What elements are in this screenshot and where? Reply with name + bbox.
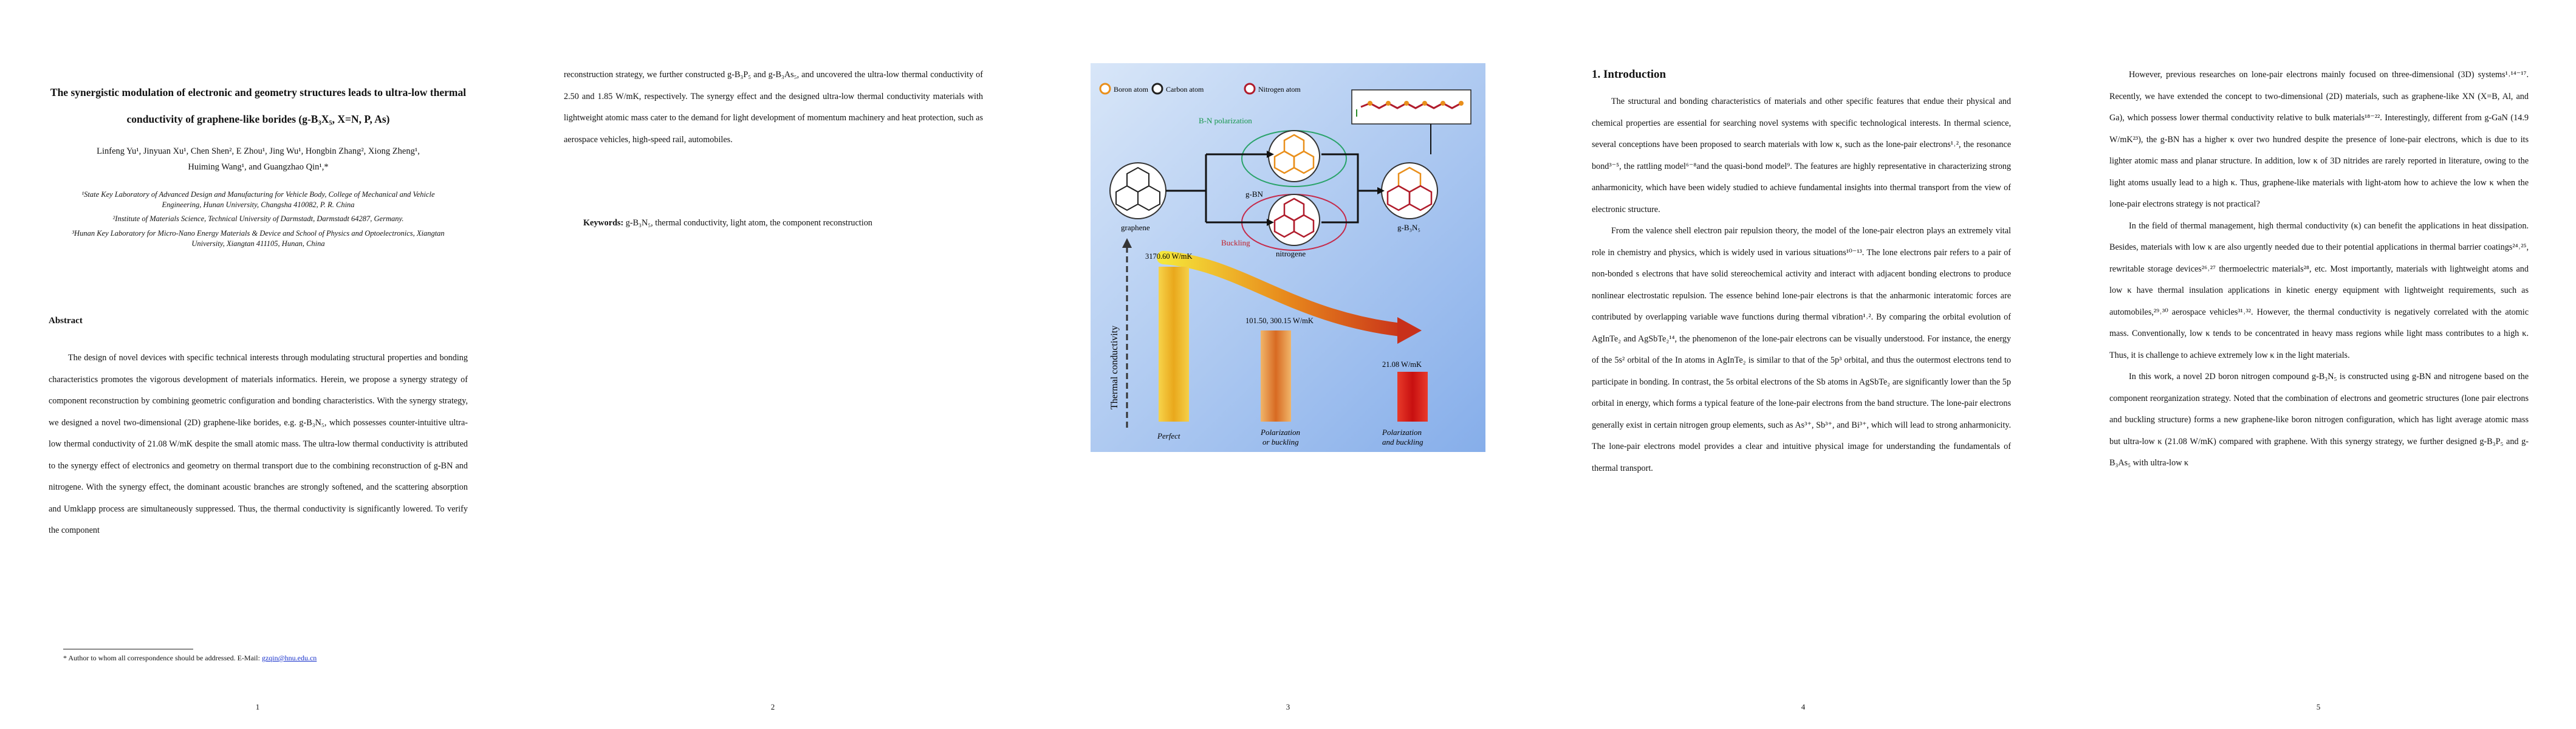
keywords-label: Keywords: [583, 218, 624, 228]
arrow-head [1267, 219, 1274, 226]
intro-paragraph-3: However, previous researches on lone-pai… [2109, 70, 2529, 209]
authors-line-1: Linfeng Yu¹, Jinyuan Xu¹, Chen Shen², E … [97, 146, 420, 156]
footnote-text: * Author to whom all correspondence shou… [63, 654, 262, 662]
introduction-continued: However, previous researches on lone-pai… [2109, 64, 2529, 474]
carbon-legend-icon [1151, 83, 1163, 95]
abstract-heading: Abstract [49, 316, 83, 326]
page-5: However, previous researches on lone-pai… [2061, 0, 2576, 729]
corresponding-footnote: * Author to whom all correspondence shou… [63, 654, 317, 663]
affiliation-3: ³Hunan Key Laboratory for Micro-Nano Ene… [72, 229, 445, 248]
nitrogen-legend-icon [1244, 83, 1256, 95]
legend-nitrogen: Nitrogen atom [1258, 85, 1301, 94]
abstract-paragraph: The design of novel devices with specifi… [49, 353, 468, 535]
affiliation-2: ²Institute of Materials Science, Technic… [112, 214, 404, 223]
category-partial-1: Polarization [1260, 428, 1300, 437]
bars [1159, 267, 1428, 422]
graphene-label: graphene [1121, 223, 1150, 232]
affiliation-1: ¹State Key Laboratory of Advanced Design… [81, 190, 435, 209]
bn-polarization-label: B-N polarization [1199, 116, 1252, 125]
nitrogene-label: nitrogene [1276, 249, 1306, 258]
page-number: 5 [2316, 702, 2321, 711]
author-list: Linfeng Yu¹, Jinyuan Xu¹, Chen Shen², E … [49, 143, 468, 175]
category-synergy-1: Polarization [1382, 428, 1422, 437]
abstract-continued: reconstruction strategy, we further cons… [564, 64, 983, 151]
category-partial-2: or buckling [1262, 437, 1299, 447]
bar-synergy [1397, 372, 1428, 422]
gb3n5-label: g-B₃N₅ [1397, 223, 1420, 232]
toc-figure: Boron atom Carbon atom Nitrogen atom gra… [1091, 63, 1485, 452]
gbn-lattice [1273, 134, 1315, 174]
keywords: Keywords: g-B₃N₅, thermal conductivity, … [583, 213, 984, 234]
introduction-text: The structural and bonding characteristi… [1592, 91, 2011, 479]
y-axis-label: Thermal conductivity [1109, 326, 1120, 409]
page-number: 3 [1286, 702, 1290, 711]
arrow-head [1377, 187, 1385, 194]
category-perfect: Perfect [1157, 431, 1180, 440]
reconstruction-arrows [1166, 153, 1381, 224]
value-label-partial: 101.50, 300.15 W/mK [1245, 317, 1314, 325]
paper-title: The synergistic modulation of electronic… [50, 86, 467, 125]
intro-paragraph-2: From the valence shell electron pair rep… [1592, 226, 2011, 473]
authors-line-2: Huiming Wang¹, and Guangzhao Qin¹,* [188, 162, 329, 172]
abstract-continued-paragraph: reconstruction strategy, we further cons… [564, 70, 983, 145]
gb3n5-lattice [1386, 166, 1433, 211]
intro-paragraph-1: The structural and bonding characteristi… [1592, 97, 2011, 214]
legend-carbon: Carbon atom [1166, 85, 1204, 94]
page-2: reconstruction strategy, we further cons… [515, 0, 1030, 729]
bar-partial [1261, 330, 1291, 422]
legend-boron: Boron atom [1114, 85, 1149, 94]
abstract-text: The design of novel devices with specifi… [49, 347, 468, 542]
figure-graphic: Boron atom Carbon atom Nitrogen atom gra… [1091, 63, 1485, 452]
value-label-perfect: 3170.60 W/mK [1145, 252, 1193, 261]
bar-perfect [1159, 267, 1189, 422]
page-1: The synergistic modulation of electronic… [0, 0, 515, 729]
gbn-label: g-BN [1245, 190, 1264, 199]
category-synergy-2: and buckling [1382, 437, 1423, 447]
boron-legend-icon [1099, 83, 1111, 95]
page-4: 4 [1546, 0, 2061, 729]
page-number: 1 [255, 702, 260, 711]
arrow-head [1267, 151, 1274, 158]
keywords-text: g-B₃N₅, thermal conductivity, light atom… [623, 218, 872, 228]
buckling-label: Buckling [1221, 238, 1250, 247]
y-axis-arrow-head [1122, 238, 1132, 248]
section-heading: 1. Introduction [1592, 68, 1667, 81]
intro-paragraph-4: In the field of thermal management, high… [2109, 221, 2529, 360]
email-link[interactable]: gzqin@hnu.edu.cn [261, 654, 317, 662]
page-number: 4 [1801, 702, 1806, 711]
intro-paragraph-5: In this work, a novel 2D boron nitrogen … [2109, 372, 2529, 468]
page-number: 2 [770, 702, 775, 711]
graphene-lattice [1115, 166, 1160, 211]
inset-atoms [1368, 101, 1464, 106]
nitrogene-lattice [1273, 197, 1315, 238]
value-label-synergy: 21.08 W/mK [1382, 360, 1422, 369]
decrease-arrow [1157, 251, 1413, 337]
decrease-arrow-head [1397, 317, 1422, 344]
